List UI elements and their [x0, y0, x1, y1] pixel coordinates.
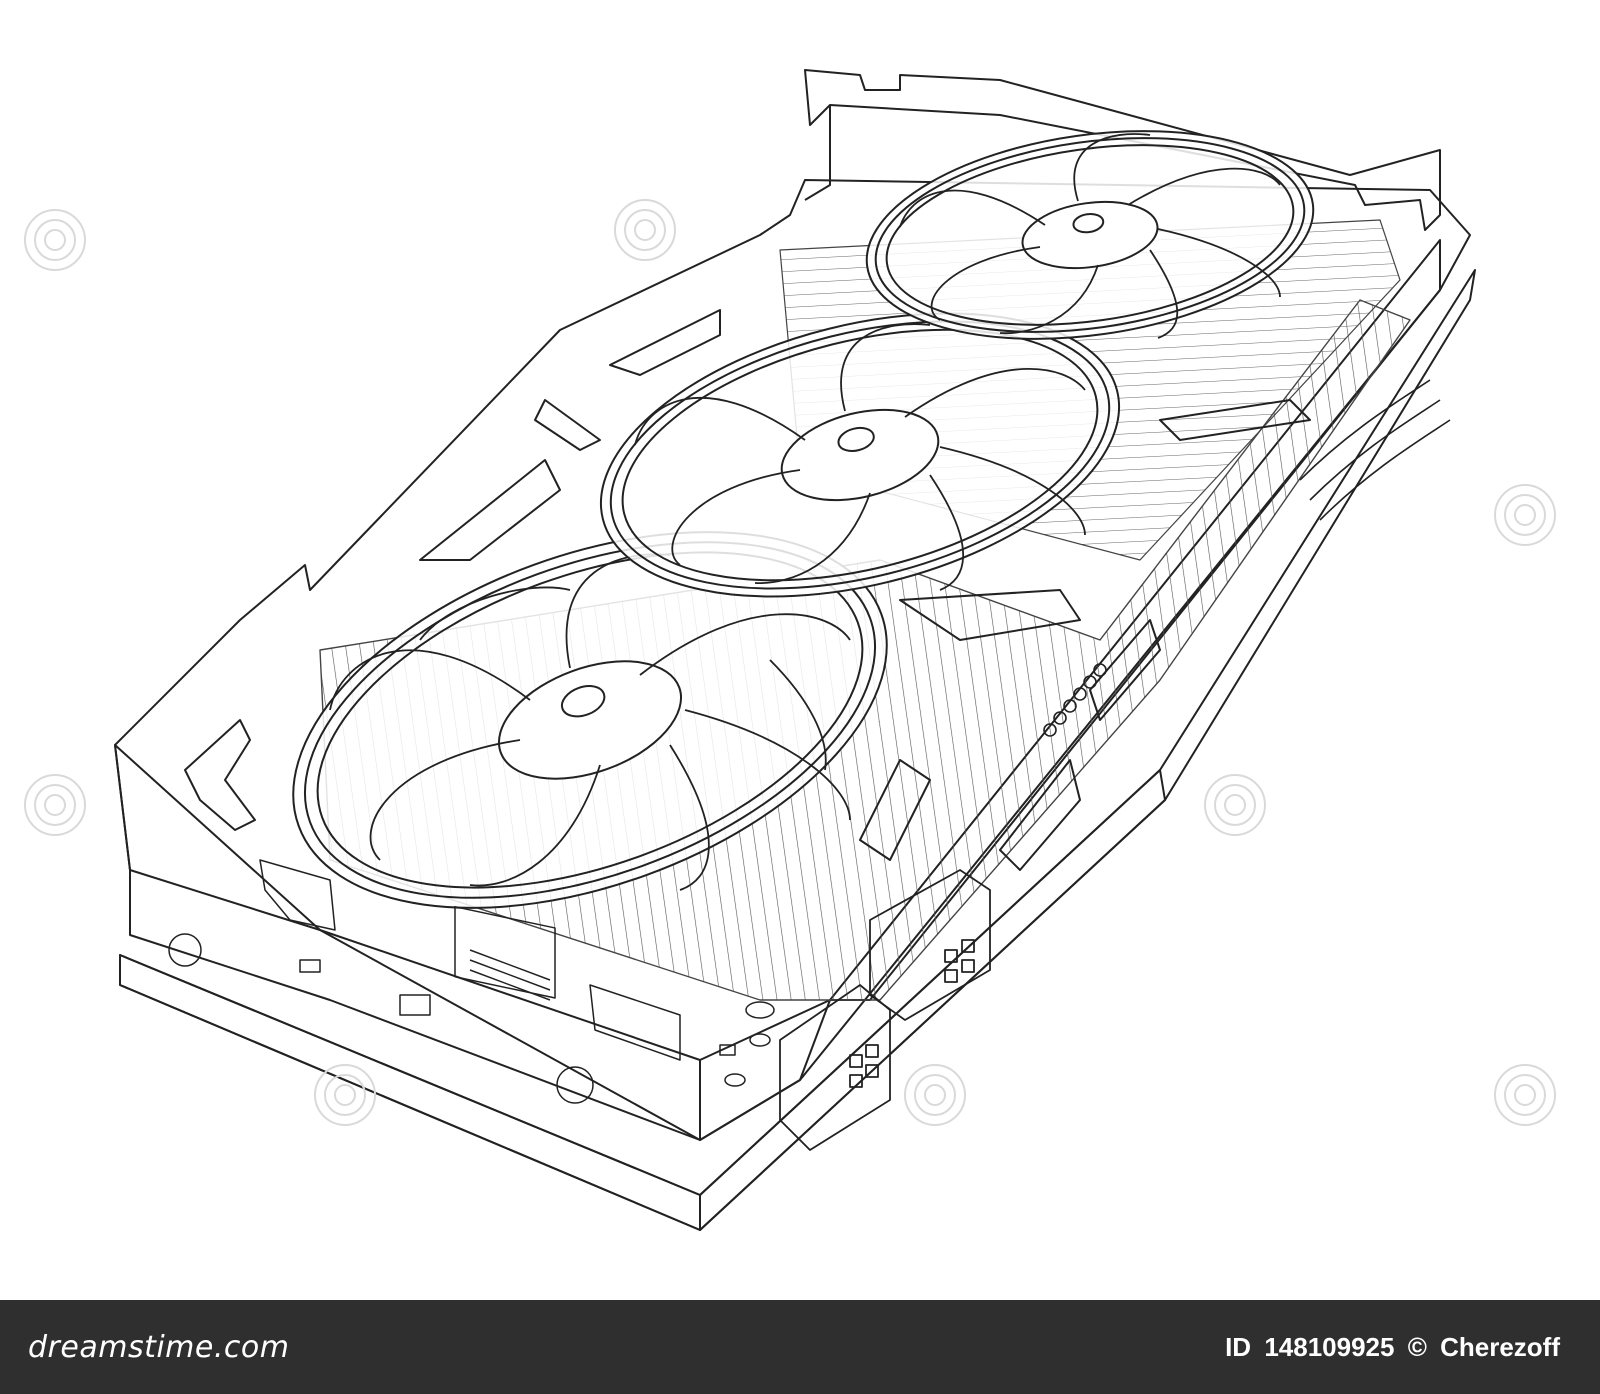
id-value: 148109925: [1264, 1331, 1395, 1362]
id-label: ID: [1225, 1331, 1252, 1362]
io-bracket: [804, 69, 1441, 231]
image-credit: ID 148109925 © Cherezoff: [1219, 1332, 1560, 1363]
fan-3: [865, 130, 1315, 340]
author-name: Cherezoff: [1440, 1331, 1560, 1362]
pcb-board: [119, 269, 1476, 1231]
shroud-accents: [184, 309, 1311, 871]
graphics-card-illustration: [114, 69, 1476, 1231]
footer-bar: dreamstime.com ID 148109925 © Cherezoff: [0, 1300, 1600, 1394]
fan-2: [599, 312, 1121, 598]
power-connectors: [779, 869, 991, 1151]
copyright-symbol: ©: [1407, 1331, 1427, 1362]
brand-text: dreamstime.com: [28, 1329, 290, 1365]
heatpipes: [1043, 379, 1451, 737]
pcb-components: [168, 859, 775, 1104]
brand-logo[interactable]: dreamstime.com: [28, 1330, 289, 1365]
